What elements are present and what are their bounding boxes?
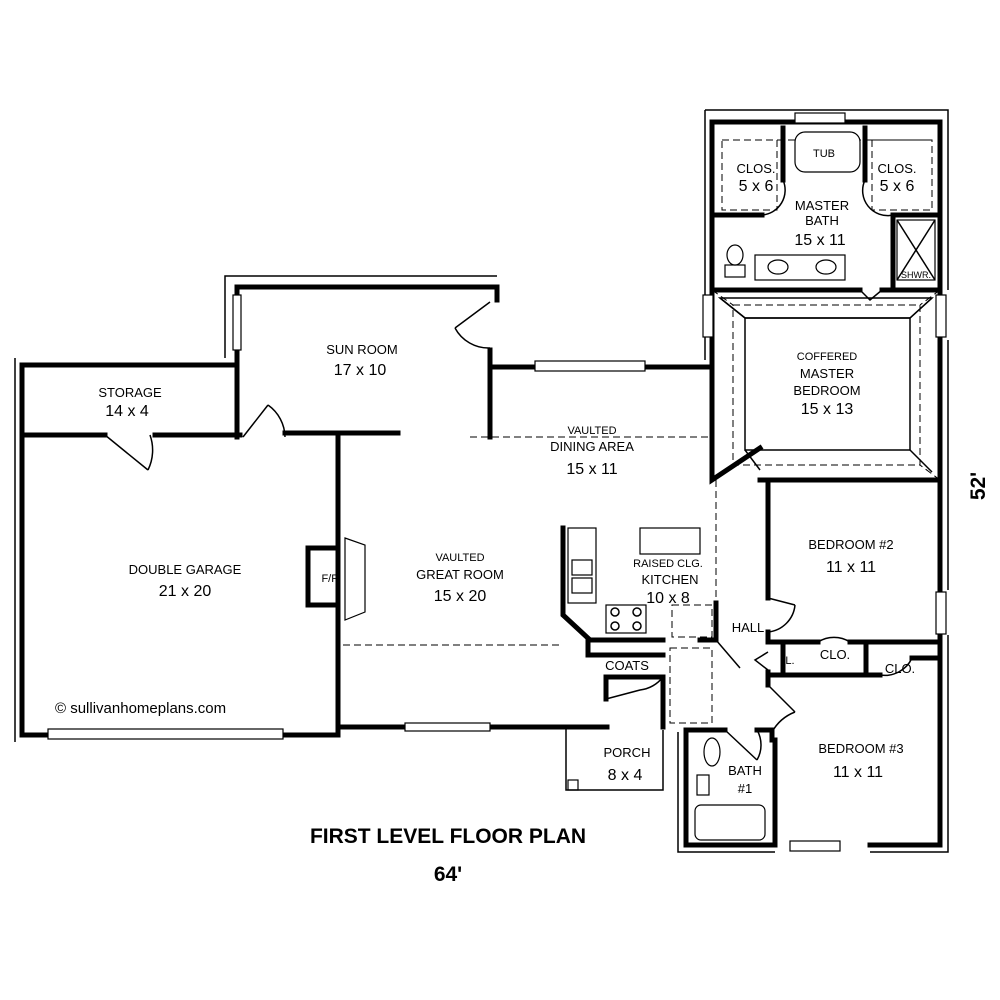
- closet-right-outline: [871, 139, 933, 211]
- bath1-toilet: [696, 774, 710, 796]
- bath1-sink: [703, 737, 721, 767]
- fireplace-hearth: [344, 537, 366, 621]
- coffer-edge: [909, 449, 933, 473]
- master-bath-label1: MASTER: [795, 198, 849, 213]
- porch-size: 8 x 4: [608, 767, 643, 784]
- sink-basin: [571, 577, 593, 594]
- plan-title: FIRST LEVEL FLOOR PLAN: [310, 825, 586, 848]
- closet-right-size: 5 x 6: [880, 178, 915, 195]
- dining-note: VAULTED: [567, 425, 616, 437]
- porch-outline: [565, 727, 664, 791]
- site-credit: © sullivanhomeplans.com: [55, 700, 226, 717]
- storage-size: 14 x 4: [105, 403, 149, 420]
- exterior-outline: [14, 109, 949, 853]
- laundry-space: [669, 647, 713, 724]
- storage-label: STORAGE: [98, 385, 162, 400]
- coffer-edge: [744, 449, 761, 471]
- porch-label: PORCH: [604, 745, 651, 760]
- coffer-edge: [909, 297, 933, 319]
- width-dimension: 64': [434, 863, 462, 886]
- shower-label: SHWR.: [901, 270, 931, 280]
- master-toilet: [724, 264, 746, 278]
- porch-post: [567, 779, 579, 791]
- coffer-top: [717, 297, 934, 319]
- depth-dimension: 52': [967, 472, 990, 500]
- refrigerator: [671, 604, 713, 638]
- coffer-edge: [719, 297, 746, 319]
- room-labels: STORAGE 14 x 4 DOUBLE GARAGE 21 x 20 SUN…: [98, 148, 931, 796]
- garage-label: DOUBLE GARAGE: [129, 562, 242, 577]
- linen-label: L.: [785, 655, 794, 667]
- bedroom2-size: 11 x 11: [826, 559, 876, 576]
- sunroom-size: 17 x 10: [334, 362, 387, 379]
- garage-size: 21 x 20: [159, 583, 212, 600]
- great-size: 15 x 20: [434, 588, 487, 605]
- dining-label: DINING AREA: [550, 439, 634, 454]
- dining-size: 15 x 11: [566, 461, 617, 478]
- master-bed-note: COFFERED: [797, 351, 858, 363]
- kitchen-island: [639, 527, 701, 555]
- master-tub: [794, 131, 861, 173]
- tub-label: TUB: [813, 148, 835, 160]
- interior-walls: [19, 125, 943, 743]
- cooktop: [605, 604, 647, 634]
- closet-left-outline: [721, 139, 778, 211]
- bath1-tub: [694, 804, 766, 841]
- coats-label: COATS: [605, 658, 649, 673]
- sunroom-label: SUN ROOM: [326, 342, 398, 357]
- sink-basin: [571, 559, 593, 576]
- bath1-label: BATH: [728, 763, 762, 778]
- bath1-number: #1: [738, 781, 752, 796]
- closet-a-label: CLO.: [820, 647, 850, 662]
- windows: [47, 112, 947, 852]
- great-label: GREAT ROOM: [416, 567, 504, 582]
- kitchen-size: 10 x 8: [646, 590, 690, 607]
- closet-left-size: 5 x 6: [739, 178, 774, 195]
- closet-right-label: CLOS.: [877, 161, 916, 176]
- closet-left-label: CLOS.: [736, 161, 775, 176]
- hall-label: HALL: [732, 620, 765, 635]
- closet-b-label: CLO.: [885, 661, 915, 676]
- master-bath-label2: BATH: [805, 213, 839, 228]
- master-bath-size: 15 x 11: [794, 232, 845, 249]
- master-bed-size: 15 x 13: [801, 401, 854, 418]
- kitchen-note: RAISED CLG.: [633, 558, 703, 570]
- fixtures: [344, 131, 936, 841]
- bedroom3-label: BEDROOM #3: [818, 741, 903, 756]
- bedroom3-size: 11 x 11: [833, 764, 883, 781]
- great-note: VAULTED: [435, 552, 484, 564]
- bedroom2-label: BEDROOM #2: [808, 537, 893, 552]
- fireplace-label: F/P: [321, 573, 338, 585]
- doors: [104, 179, 913, 761]
- master-bed-label2: BEDROOM: [793, 383, 860, 398]
- master-bed-label1: MASTER: [800, 366, 854, 381]
- kitchen-label: KITCHEN: [641, 572, 698, 587]
